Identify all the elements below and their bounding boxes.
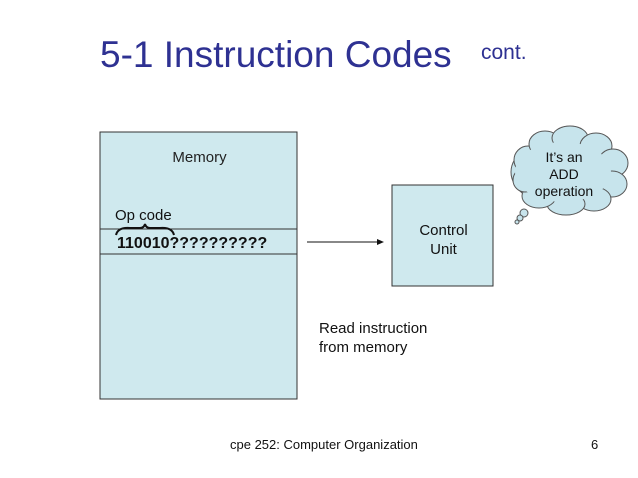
control-unit-label: Control Unit	[392, 221, 495, 259]
slide-title-suffix: cont.	[481, 41, 527, 64]
memory-label: Memory	[172, 149, 227, 166]
thought-line3: operation	[534, 183, 594, 199]
thought-line1: It’s an	[545, 149, 583, 165]
thought-cloud-fill	[515, 142, 611, 202]
memory-box	[99, 131, 298, 400]
thought-bubble-large	[519, 208, 529, 218]
control-unit-label-line1: Control	[419, 222, 468, 239]
page-number: 6	[591, 437, 599, 452]
thought-bubble-small	[514, 219, 520, 225]
control-unit-box	[391, 184, 494, 287]
instruction-bits: 110010??????????	[117, 235, 268, 252]
slide-footer: cpe 252: Computer Organization	[230, 437, 418, 452]
thought-bubble-medium	[516, 214, 524, 222]
control-unit-label-line2: Unit	[430, 241, 457, 258]
read-instruction-caption: Read instruction from memory	[319, 319, 427, 357]
opcode-label: Op code	[115, 207, 172, 224]
thought-cloud-text: It’s an ADD operation	[528, 149, 600, 200]
read-caption-line2: from memory	[319, 339, 408, 356]
thought-line2: ADD	[549, 166, 579, 182]
read-caption-line1: Read instruction	[319, 320, 428, 337]
slide-title: 5-1 Instruction Codes	[100, 34, 452, 75]
transfer-arrowhead	[377, 239, 384, 245]
opcode-brace	[115, 223, 175, 236]
